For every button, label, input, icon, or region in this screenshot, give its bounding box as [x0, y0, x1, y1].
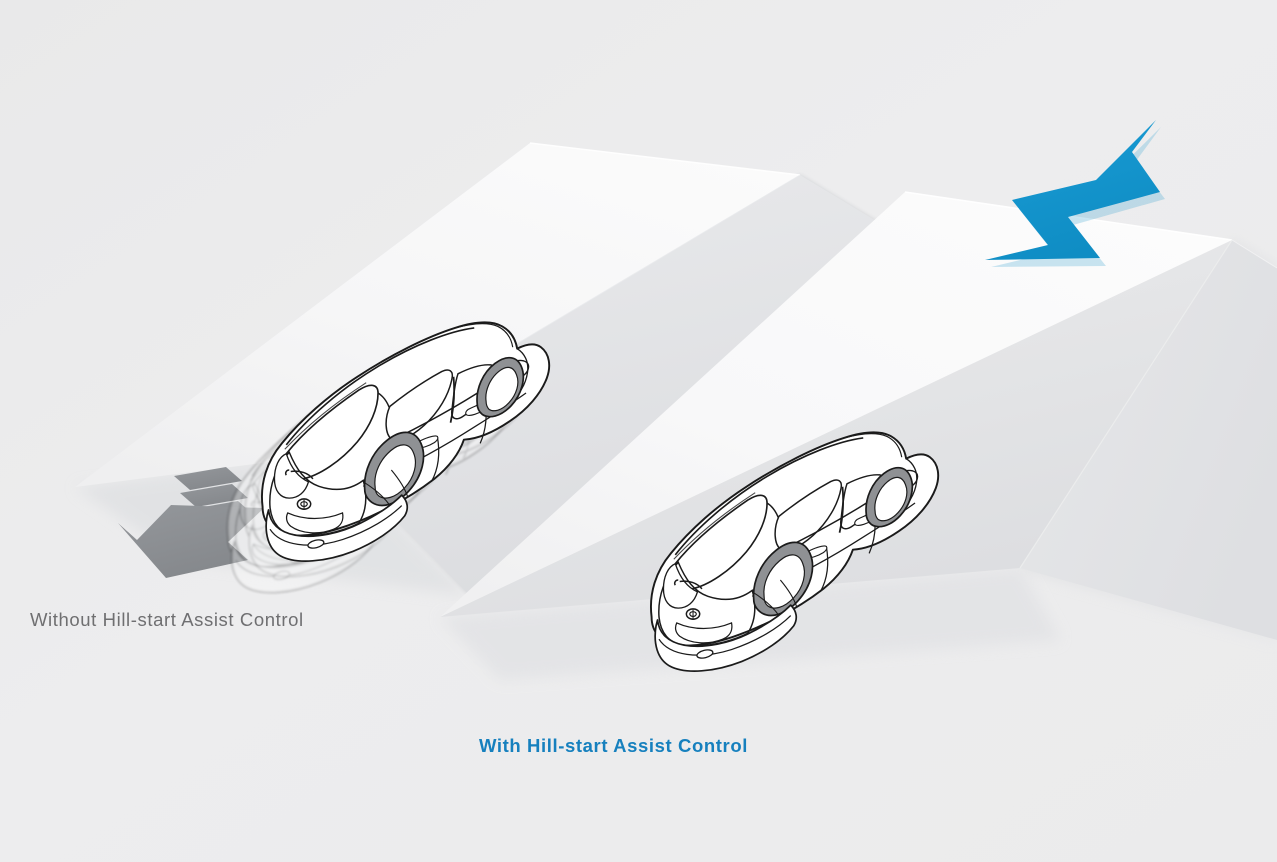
left-ramp-top-face	[75, 143, 800, 487]
uphill-arrow-shape	[985, 120, 1160, 260]
uphill-drive-arrow	[985, 120, 1165, 267]
right-ramp-top-face	[440, 192, 1232, 617]
right-ramp	[440, 191, 1277, 640]
caption-with-assist: With Hill-start Assist Control	[479, 735, 748, 756]
left-ramp-side-face	[332, 175, 878, 596]
right-ramp-end-face	[1020, 240, 1277, 640]
caption-without-assist: Without Hill-start Assist Control	[30, 609, 304, 630]
